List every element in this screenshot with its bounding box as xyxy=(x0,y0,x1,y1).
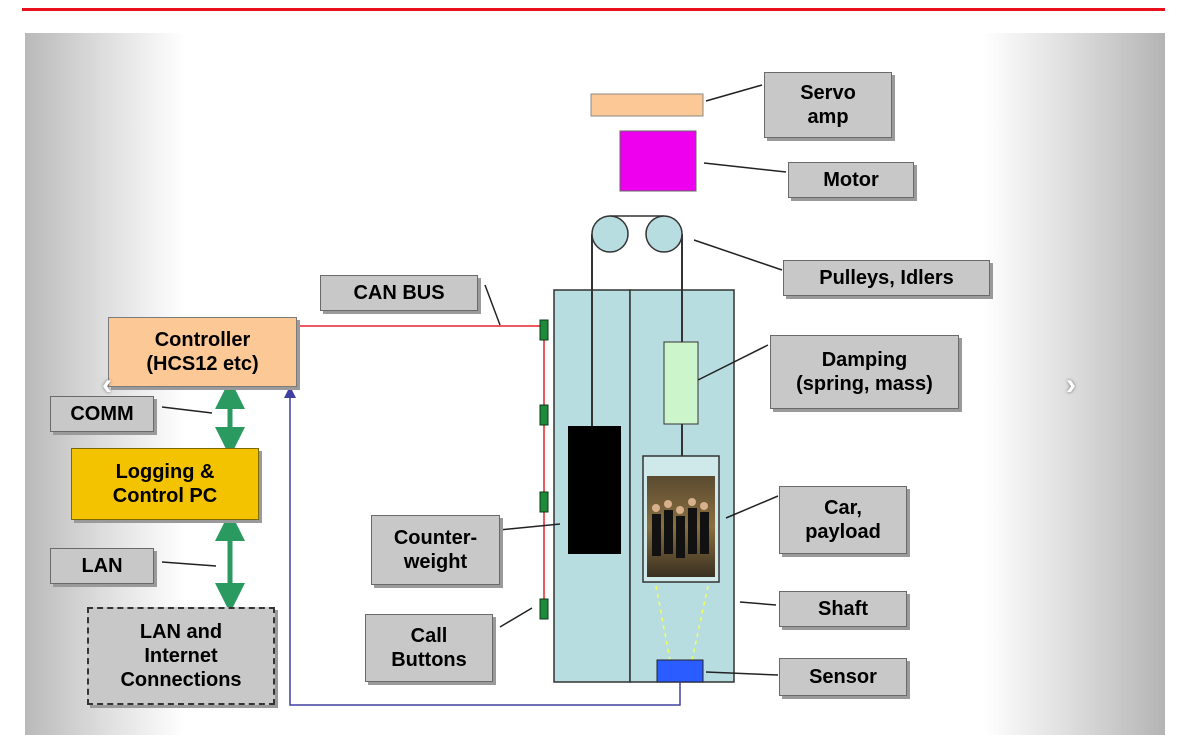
prev-slide-button[interactable]: ‹ xyxy=(102,368,112,401)
lan-internet-connections-box: LAN and Internet Connections xyxy=(87,607,275,705)
motor-block xyxy=(619,130,697,192)
sensor-feedback-line xyxy=(284,386,681,706)
call-buttons-label: Call Buttons xyxy=(365,614,493,682)
can-bus-label: CAN BUS xyxy=(320,275,478,311)
sensor-label: Sensor xyxy=(779,658,907,696)
comm-label: COMM xyxy=(50,396,154,432)
leader-lines xyxy=(161,84,787,676)
servo-amp-block xyxy=(590,93,704,117)
passenger-heads xyxy=(652,498,708,514)
logging-control-pc-box: Logging & Control PC xyxy=(71,448,259,520)
passengers xyxy=(652,508,709,558)
pulley-right xyxy=(645,215,683,253)
counterweight-block xyxy=(568,426,621,554)
sensor-block xyxy=(656,659,704,683)
top-accent-bar xyxy=(22,8,1165,11)
car-payload-label: Car, payload xyxy=(779,486,907,554)
damping-block xyxy=(663,341,699,425)
call-button-nodes xyxy=(539,319,549,620)
pulleys-idlers-label: Pulleys, Idlers xyxy=(783,260,990,296)
lan-label: LAN xyxy=(50,548,154,584)
shaft-label: Shaft xyxy=(779,591,907,627)
servo-amp-label: Servo amp xyxy=(764,72,892,138)
pulley-left xyxy=(591,215,629,253)
next-slide-button[interactable]: › xyxy=(1066,368,1076,401)
controller-box: Controller (HCS12 etc) xyxy=(108,317,297,387)
counterweight-label: Counter- weight xyxy=(371,515,500,585)
damping-label: Damping (spring, mass) xyxy=(770,335,959,409)
motor-label: Motor xyxy=(788,162,914,198)
